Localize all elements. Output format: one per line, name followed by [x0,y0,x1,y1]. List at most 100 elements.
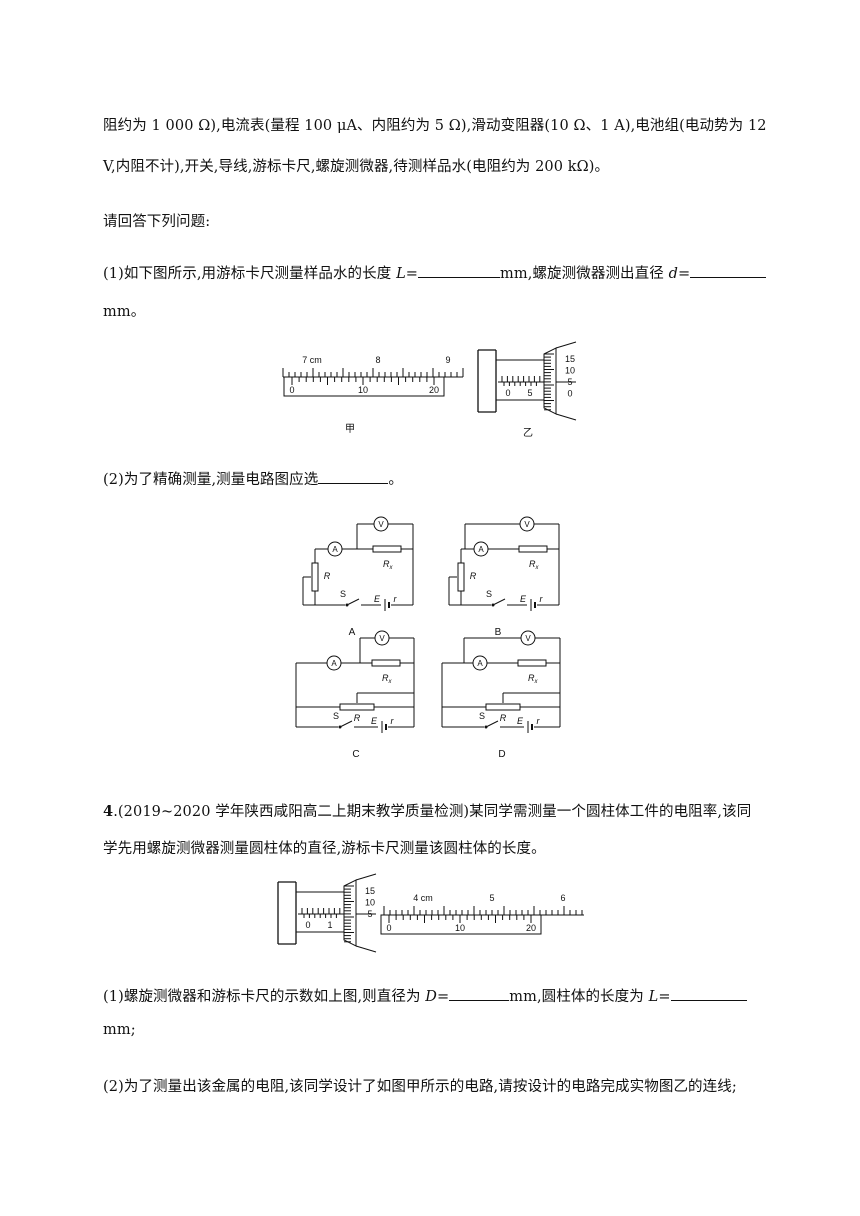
question-2-text: (2)为了精确测量,测量电路图应选 [103,472,319,488]
paragraph-equipment-list: V,内阻不计),开关,导线,游标卡尺,螺旋测微器,待测样品水(电阻约为 200 … [103,159,610,175]
var-d: d [668,266,678,282]
switch-label: S [479,711,485,721]
sleeve-label: 0 [505,388,510,398]
main-scale-label: 7 cm [302,355,322,365]
emf-label: E [374,594,381,604]
thimble [543,347,557,415]
thimble-label: 15 [365,886,375,896]
emf-label: E [517,716,524,726]
switch-pivot [338,725,342,729]
question-2-line: (2)为了精确测量,测量电路图应选 。 [103,468,403,489]
rx-subscript: x [535,565,540,571]
figure-caption: 乙 [523,427,533,439]
switch-label: S [333,711,339,721]
rx-label: Rx [528,673,539,685]
rheostat-label: R [354,713,361,723]
var-D: D [425,989,437,1005]
spindle-edge [355,945,377,953]
rheostat [311,562,319,592]
unit-mm: mm。 [103,304,146,320]
answer-blank-diameter[interactable] [690,265,767,278]
answer-blank-length[interactable] [418,265,501,278]
rx-label: Rx [383,559,394,571]
rheostat-label: R [500,713,507,723]
question-1-line: (1)如下图所示,用游标卡尺测量样品水的长度 L=mm,螺旋测微器测出直径 d= [103,262,767,283]
switch-pivot [491,603,495,607]
answer-blank-L[interactable] [670,988,747,1001]
main-scale-label: 4 cm [413,893,433,903]
equals-sign: = [658,989,671,1005]
voltmeter [520,630,536,646]
question-4-1-line-2: mm; [103,1022,136,1038]
main-scale-label: 5 [489,893,494,903]
ammeter-label: A [477,659,483,668]
switch-pivot [484,725,488,729]
sleeve [295,891,345,933]
vernier-label: 10 [358,385,368,395]
question-4-1-mid: mm,圆柱体的长度为 [509,989,649,1005]
var-L: L [648,989,659,1005]
rx-resistor [372,545,402,553]
internal-r-label: r [391,716,395,726]
question-1-line-2: mm。 [103,300,145,321]
vernier-label: 10 [455,923,465,933]
answer-blank-circuit[interactable] [318,471,389,484]
rx-label: Rx [529,559,540,571]
main-scale-label: 6 [560,893,565,903]
question-1-text: (1)如下图所示,用游标卡尺测量样品水的长度 [103,266,397,282]
rx-subscript: x [534,679,539,685]
rx-resistor [517,659,547,667]
ammeter [472,655,488,671]
period: 。 [388,472,403,488]
ammeter-label: A [331,659,337,668]
spindle-edge [555,341,577,349]
thimble-label: 5 [367,909,372,919]
thimble-label: 10 [365,898,375,908]
rheostat-label: R [324,571,331,581]
switch-blade [346,598,360,606]
sleeve-label: 0 [305,920,310,930]
vernier-frame [380,914,542,935]
problem-4-line-2: 学先用螺旋测微器测量圆柱体的直径,游标卡尺测量该圆柱体的长度。 [103,837,546,858]
question-4-2-text: (2)为了测量出该金属的电阻,该同学设计了如图甲所示的电路,请按设计的电路完成实… [103,1079,737,1095]
vernier-label: 0 [289,385,294,395]
voltmeter [373,516,389,532]
ammeter [473,541,489,557]
text-line-3: 请回答下列问题: [103,210,210,231]
voltmeter [374,630,390,646]
switch-pivot [345,603,349,607]
internal-r-label: r [537,716,541,726]
question-4-2-line: (2)为了测量出该金属的电阻,该同学设计了如图甲所示的电路,请按设计的电路完成实… [103,1075,737,1096]
switch-blade [339,720,353,728]
problem-number: 4 [103,803,114,820]
circuit-label: C [352,749,359,760]
ammeter-label: A [478,545,484,554]
circuit-label: D [498,749,505,760]
vernier-label: 0 [386,923,391,933]
internal-r-label: r [540,594,544,604]
figure-caption: 甲 [345,424,355,435]
rheostat [457,562,465,592]
rheostat [485,703,521,711]
switch-blade [485,720,499,728]
var-L: L [396,266,406,282]
sleeve-label: 5 [527,388,532,398]
main-scale-label: 8 [375,355,380,365]
rx-subscript: x [388,679,393,685]
ammeter [326,655,342,671]
answer-blank-D[interactable] [449,988,510,1001]
paragraph-resistance-info: 阻约为 1 000 Ω),电流表(量程 100 μA、内阻约为 5 Ω),滑动变… [103,118,767,134]
thimble-label: 5 [567,377,572,387]
thimble-label: 15 [565,354,575,364]
switch-label: S [340,589,346,599]
rx-subscript: x [389,565,394,571]
voltmeter-label: V [525,634,531,643]
circuit-label: B [495,627,502,638]
